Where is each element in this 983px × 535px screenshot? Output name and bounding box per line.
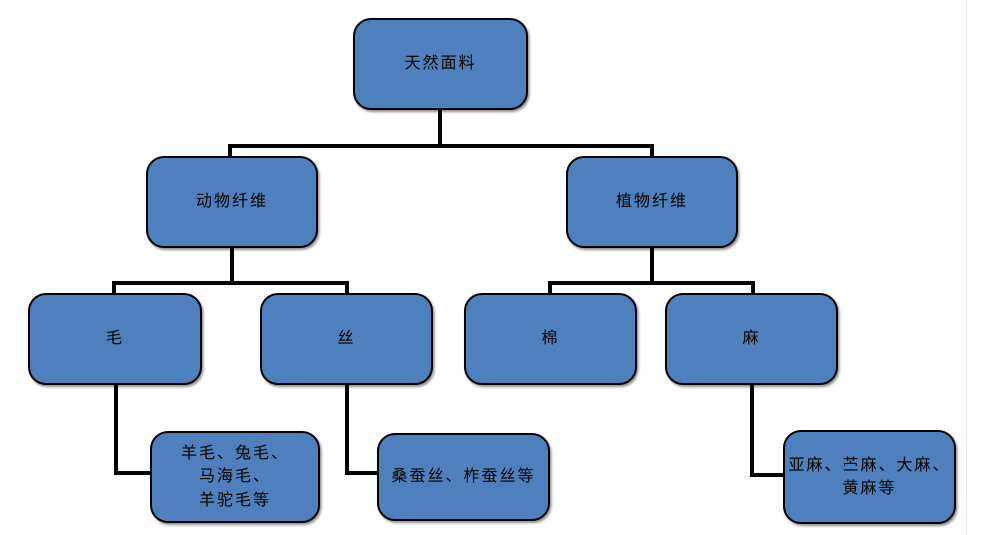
node-hemp[interactable]: 麻 bbox=[665, 293, 838, 385]
node-silk-examples-label: 桑蚕丝、柞蚕丝等 bbox=[391, 468, 536, 486]
node-silk-label: 丝 bbox=[337, 330, 356, 348]
node-hemp-label: 麻 bbox=[742, 330, 761, 348]
node-silk-examples[interactable]: 桑蚕丝、柞蚕丝等 bbox=[377, 433, 550, 521]
node-wool[interactable]: 毛 bbox=[28, 293, 202, 385]
node-hemp-examples-label: 亚麻、苎麻、大麻、 黄麻等 bbox=[788, 456, 951, 497]
node-animal-fiber-label: 动物纤维 bbox=[195, 193, 268, 211]
node-natural-fabric-label: 天然面料 bbox=[404, 55, 477, 73]
node-silk[interactable]: 丝 bbox=[260, 293, 433, 385]
node-wool-label: 毛 bbox=[105, 330, 124, 348]
node-cotton[interactable]: 棉 bbox=[464, 293, 637, 385]
page-edge-line bbox=[966, 0, 967, 535]
node-wool-examples[interactable]: 羊毛、兔毛、 马海毛、 羊驼毛等 bbox=[150, 431, 320, 523]
node-hemp-examples[interactable]: 亚麻、苎麻、大麻、 黄麻等 bbox=[783, 430, 956, 524]
node-wool-examples-label: 羊毛、兔毛、 马海毛、 羊驼毛等 bbox=[180, 445, 289, 509]
node-plant-fiber-label: 植物纤维 bbox=[615, 193, 688, 211]
node-cotton-label: 棉 bbox=[541, 330, 560, 348]
node-natural-fabric[interactable]: 天然面料 bbox=[353, 18, 528, 110]
node-plant-fiber[interactable]: 植物纤维 bbox=[566, 156, 738, 248]
node-animal-fiber[interactable]: 动物纤维 bbox=[146, 156, 318, 248]
